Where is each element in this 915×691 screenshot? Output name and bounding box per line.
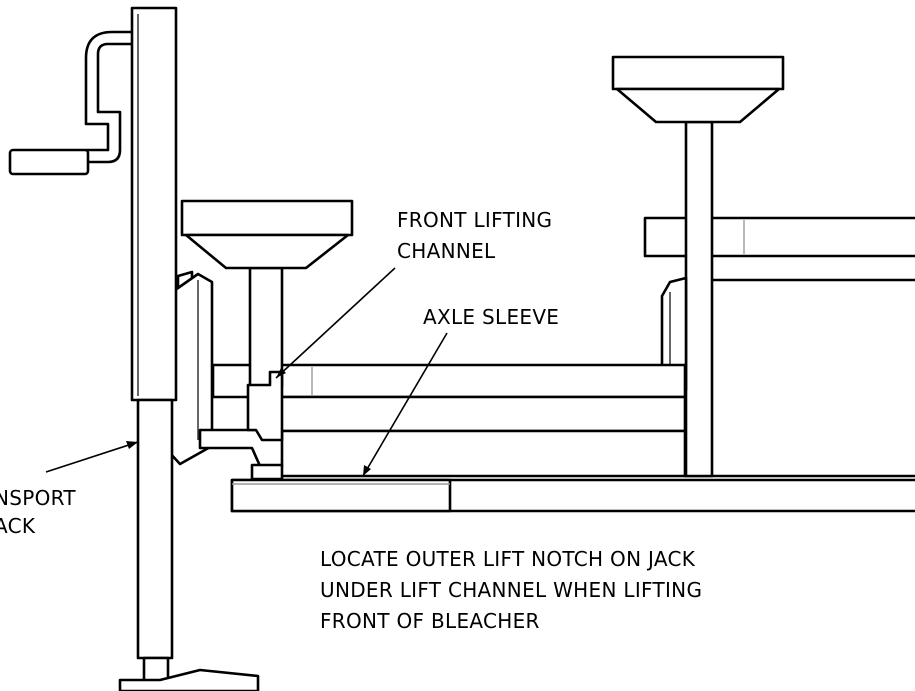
jack-crank-handle [8, 148, 90, 176]
front-beam [211, 363, 687, 399]
jack-crank-arm [84, 30, 136, 164]
middle-beam [268, 395, 687, 433]
note-line-1: LOCATE OUTER LIFT NOTCH ON JACK [320, 547, 696, 571]
label-channel: CHANNEL [397, 239, 496, 263]
note-line-2: UNDER LIFT CHANNEL WHEN LIFTING [320, 578, 702, 602]
axle-sleeve [230, 478, 452, 513]
leader-axle-sleeve [362, 332, 448, 477]
leader-lines [45, 267, 448, 477]
rear-seat-top [611, 55, 785, 91]
front-seat-post [248, 266, 284, 388]
rear-seat-assembly [611, 55, 915, 478]
rear-frame-panel [683, 278, 915, 478]
leader-front-lifting-channel [275, 267, 396, 379]
jack-base-plate [118, 668, 260, 691]
front-seat-cone [184, 233, 350, 270]
label-jack: ACK [0, 514, 36, 538]
front-seat-assembly [180, 199, 354, 388]
jack-lower-tube [136, 398, 174, 660]
note-line-3: FRONT OF BLEACHER [320, 609, 540, 633]
leader-transport-jack [45, 441, 139, 473]
front-seat-top [180, 199, 354, 237]
channel-foot [250, 463, 284, 481]
label-axle-sleeve: AXLE SLEEVE [423, 305, 559, 329]
rear-seat-post [684, 120, 714, 478]
rear-seat-cone [615, 87, 781, 124]
lower-beam [268, 429, 687, 478]
label-transport: NSPORT [0, 486, 76, 510]
front-lifting-channel [246, 370, 284, 442]
transport-jack [8, 6, 260, 691]
frame-beams [211, 363, 915, 513]
jack-upper-tube [130, 6, 178, 402]
label-front-lifting: FRONT LIFTING [397, 208, 552, 232]
